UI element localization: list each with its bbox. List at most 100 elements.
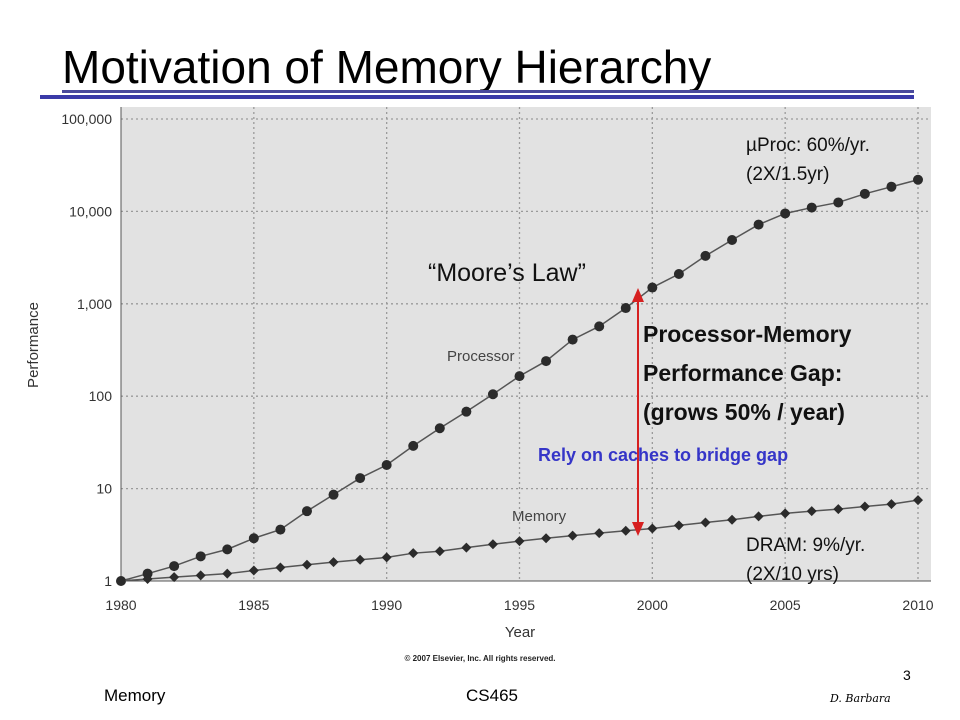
x-tick-label: 1995 — [504, 597, 535, 613]
data-point — [434, 423, 445, 434]
plot-area — [121, 107, 931, 581]
footer-center: CS465 — [466, 686, 518, 705]
signature: D. Barbara — [830, 692, 891, 705]
annotation-proc-rate: µProc: 60%/yr. — [746, 135, 870, 156]
gap-arrow — [632, 288, 644, 536]
x-axis-label: Year — [505, 624, 535, 641]
data-point — [275, 562, 286, 573]
annotation-gap-line2: Performance Gap: — [643, 360, 842, 386]
data-point — [673, 520, 684, 531]
series-label-processor: Processor — [447, 348, 515, 365]
copyright-text: © 2007 Elsevier, Inc. All rights reserve… — [404, 654, 555, 663]
data-point — [142, 574, 153, 585]
data-point — [859, 501, 870, 512]
data-point — [116, 576, 126, 586]
data-point — [195, 570, 206, 581]
annotation-gap-line1: Processor-Memory — [643, 321, 852, 347]
data-point — [541, 356, 552, 367]
data-point — [408, 440, 419, 451]
data-point — [301, 506, 312, 517]
data-point — [567, 334, 578, 345]
data-point — [355, 554, 366, 565]
data-point — [222, 544, 233, 555]
data-point — [727, 235, 738, 246]
data-point — [169, 572, 180, 583]
data-point — [700, 250, 711, 261]
x-tick-label: 2010 — [902, 597, 933, 613]
annotation-moores-law: “Moore’s Law” — [428, 259, 586, 287]
data-point — [886, 499, 897, 510]
data-point — [142, 568, 153, 579]
title-rule-top — [62, 90, 914, 93]
data-point — [886, 181, 897, 192]
data-point — [248, 565, 259, 576]
x-tick-label: 1980 — [105, 597, 136, 613]
grid-lines — [121, 107, 931, 581]
data-point — [381, 552, 392, 563]
slide-title: Motivation of Memory Hierarchy — [62, 41, 712, 93]
y-tick-labels: 1 10 100 1,000 10,000 100,000 — [61, 111, 112, 589]
data-point — [461, 542, 472, 553]
data-point — [541, 533, 552, 544]
y-tick-label: 10,000 — [69, 203, 112, 219]
data-point — [859, 188, 870, 199]
x-tick-label: 1990 — [371, 597, 402, 613]
data-point — [355, 473, 366, 484]
series-memory — [116, 495, 923, 586]
data-point — [594, 528, 605, 539]
data-point — [806, 506, 817, 517]
data-point — [487, 389, 498, 400]
series-label-memory: Memory — [512, 508, 567, 525]
data-point — [806, 202, 817, 213]
data-point — [780, 208, 791, 219]
data-point — [620, 525, 631, 536]
data-point — [381, 460, 392, 471]
data-point — [647, 523, 658, 534]
data-point — [328, 489, 339, 500]
data-point — [833, 197, 844, 208]
y-tick-label: 1 — [104, 573, 112, 589]
data-point — [514, 536, 525, 547]
data-point — [461, 406, 472, 417]
y-axis-label: Performance — [25, 302, 42, 388]
x-tick-label: 2000 — [637, 597, 668, 613]
data-point — [301, 559, 312, 570]
data-point — [487, 539, 498, 550]
data-point — [700, 517, 711, 528]
data-point — [248, 533, 259, 544]
data-point — [169, 561, 180, 572]
data-point — [594, 321, 605, 332]
data-point — [328, 557, 339, 568]
annotation-dram-double: (2X/10 yrs) — [746, 564, 839, 585]
y-tick-label: 1,000 — [77, 296, 112, 312]
y-tick-label: 100 — [89, 388, 113, 404]
series-processor — [116, 174, 923, 586]
data-point — [913, 495, 923, 506]
data-point — [222, 568, 233, 579]
data-point — [780, 508, 791, 519]
data-point — [833, 504, 844, 515]
data-point — [753, 511, 764, 522]
data-point — [913, 174, 923, 185]
data-point — [620, 303, 631, 314]
x-tick-label: 2005 — [770, 597, 801, 613]
y-tick-label: 100,000 — [61, 111, 112, 127]
data-point — [673, 269, 684, 280]
annotation-dram-rate: DRAM: 9%/yr. — [746, 535, 865, 556]
x-tick-label: 1985 — [238, 597, 269, 613]
annotation-gap-line3: (grows 50% / year) — [643, 399, 845, 425]
page-number: 3 — [903, 667, 911, 683]
data-point — [275, 524, 286, 535]
data-point — [753, 219, 764, 230]
footer-left: Memory — [104, 686, 166, 705]
data-point — [567, 530, 578, 541]
data-point — [647, 282, 658, 293]
data-point — [727, 514, 738, 525]
annotation-caches: Rely on caches to bridge gap — [538, 445, 788, 465]
y-tick-label: 10 — [96, 481, 112, 497]
data-point — [434, 546, 445, 557]
annotation-proc-double: (2X/1.5yr) — [746, 164, 829, 185]
data-point — [514, 371, 525, 382]
x-tick-labels: 1980 1985 1990 1995 2000 2005 2010 — [105, 597, 933, 613]
